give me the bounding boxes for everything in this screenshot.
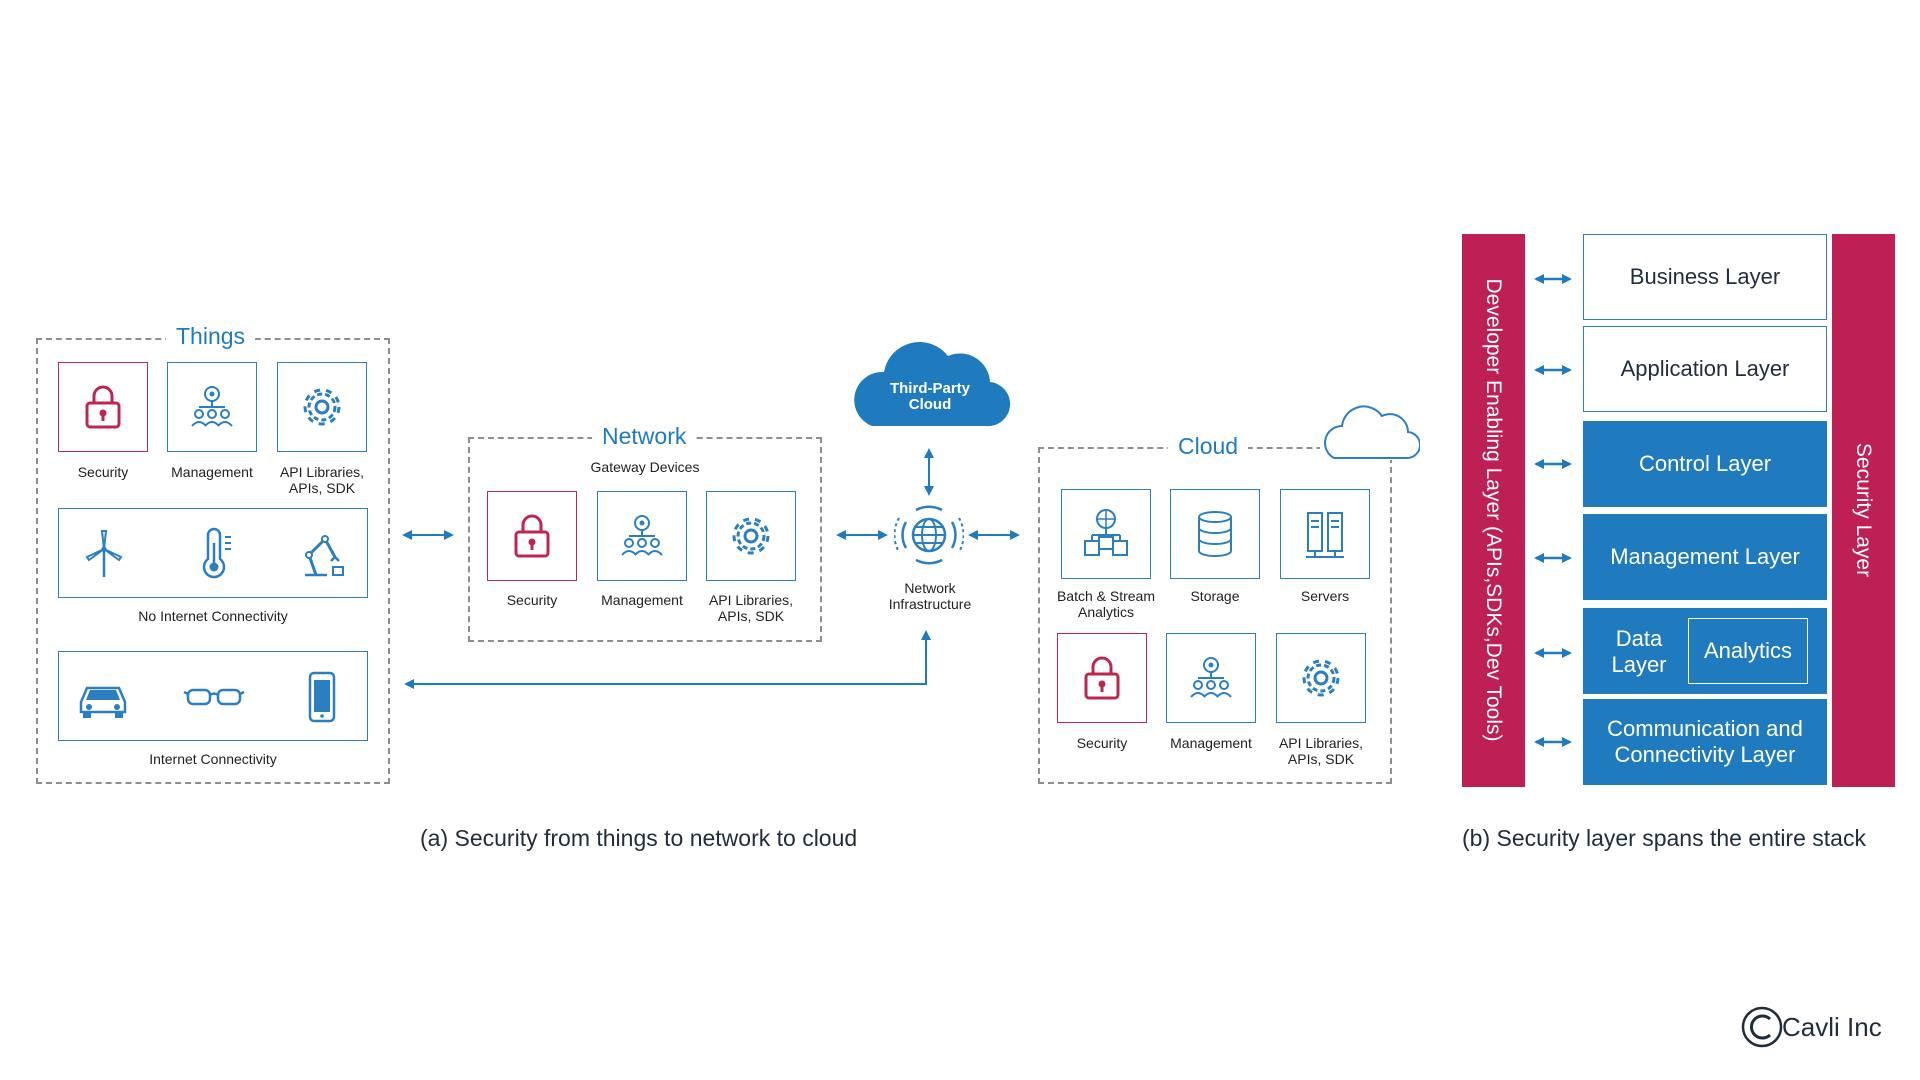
network-security-tile [487,491,577,581]
internet-box [58,651,368,741]
team-gear-icon [191,386,233,427]
things-title: Things [166,322,256,350]
things-api-label: API Libraries, APIs, SDK [279,464,365,496]
analytics-network-icon [1084,509,1128,556]
caption-b: (b) Security layer spans the entire stac… [1462,825,1866,851]
cloud-outline-icon [1320,396,1420,460]
lock-icon [1084,656,1120,700]
control-layer: Control Layer [1583,421,1827,507]
no-internet-label: No Internet Connectivity [138,608,288,624]
internet-label: Internet Connectivity [149,751,277,767]
things-api-tile [277,362,367,452]
server-icon [1306,512,1344,558]
gateway-devices-label: Gateway Devices [590,459,700,475]
gear-icon [732,517,770,555]
cloud-batch-tile [1061,489,1151,579]
data-layer-label: Data Layer [1611,626,1667,677]
wind-turbine-icon [85,530,123,577]
smart-glasses-icon [183,688,245,706]
third-party-cloud-label: Third-Party Cloud [889,380,970,413]
things-security-label: Security [77,464,129,480]
car-icon [79,686,127,718]
cloud-servers-tile [1280,489,1370,579]
network-infrastructure-label: Network Infrastructure [888,580,972,612]
management-layer: Management Layer [1583,514,1827,600]
gear-icon [303,388,341,426]
no-internet-box [58,508,368,598]
team-gear-icon [621,515,663,556]
caption-a: (a) Security from things to network to c… [420,825,858,851]
cloud-security-label: Security [1076,735,1128,751]
business-layer: Business Layer [1583,234,1827,320]
cloud-management-tile [1166,633,1256,723]
database-icon [1198,511,1232,557]
lock-icon [85,385,121,429]
cloud-api-label: API Libraries, APIs, SDK [1278,735,1364,767]
cloud-servers-label: Servers [1300,588,1350,604]
cloud-storage-label: Storage [1190,588,1240,604]
cloud-management-label: Management [1170,735,1252,751]
developer-enabling-label: Developer Enabling Layer (APIs,SDKs,Dev … [1482,278,1505,742]
security-layer-label: Security Layer [1852,442,1875,578]
things-management-label: Management [171,464,253,480]
lock-icon [514,514,550,558]
things-security-tile [58,362,148,452]
thermometer-icon [202,527,231,579]
network-globe-icon [894,505,964,565]
application-layer: Application Layer [1583,326,1827,412]
network-api-tile [706,491,796,581]
cloud-title: Cloud [1168,432,1249,460]
things-management-tile [167,362,257,452]
network-management-tile [597,491,687,581]
cavli-logo-icon [1741,1006,1783,1048]
developer-enabling-bar [1462,234,1525,787]
cavli-logo-text: Cavli Inc [1782,1012,1882,1042]
analytics-box: Analytics [1688,618,1808,684]
robotic-arm-icon [305,535,344,577]
third-party-cloud-shape [854,342,1010,427]
security-layer-bar [1832,234,1895,787]
cloud-security-tile [1057,633,1147,723]
cloud-api-tile [1276,633,1366,723]
network-api-label: API Libraries, APIs, SDK [708,592,794,624]
cloud-storage-tile [1170,489,1260,579]
network-title: Network [592,422,697,450]
smartphone-icon [308,671,336,723]
network-management-label: Management [601,592,683,608]
data-layer-row [1583,608,1827,694]
network-security-label: Security [506,592,558,608]
gear-icon [1302,659,1340,697]
team-gear-icon [1190,657,1232,698]
communication-layer: Communication and Connectivity Layer [1583,699,1827,785]
cloud-batch-label: Batch & Stream Analytics [1056,588,1156,620]
